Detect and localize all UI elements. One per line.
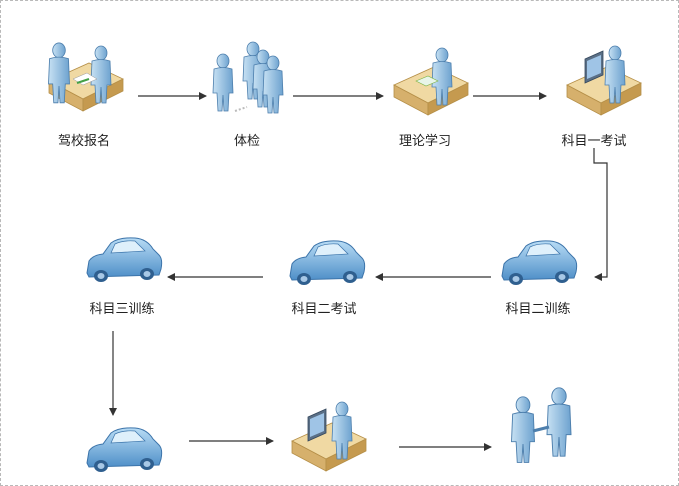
- study-desk-icon: [393, 47, 469, 116]
- step-label-train2: 科目二训练: [505, 302, 571, 317]
- computer-desk-icon: [291, 401, 367, 472]
- car-icon: [289, 240, 366, 286]
- computer-exam-icon: [566, 45, 642, 116]
- people-group-icon: [212, 41, 284, 114]
- flow-arrows: [109, 92, 608, 451]
- step-label-exam2: 科目二考试: [291, 302, 357, 317]
- handshake-icon: [511, 387, 572, 463]
- car-icon: [86, 427, 163, 473]
- step-label-exam1: 科目一考试: [561, 134, 627, 149]
- registration-desk-icon: [48, 42, 124, 112]
- arrow-exam1-to-train2: [593, 148, 608, 281]
- step-label-physical: 体检: [233, 134, 261, 149]
- step-label-train3: 科目三训练: [89, 302, 155, 317]
- step-label-signup: 驾校报名: [57, 134, 111, 149]
- car-icon: [501, 240, 578, 286]
- car-icon: [86, 237, 163, 283]
- step-label-theory: 理论学习: [398, 134, 452, 149]
